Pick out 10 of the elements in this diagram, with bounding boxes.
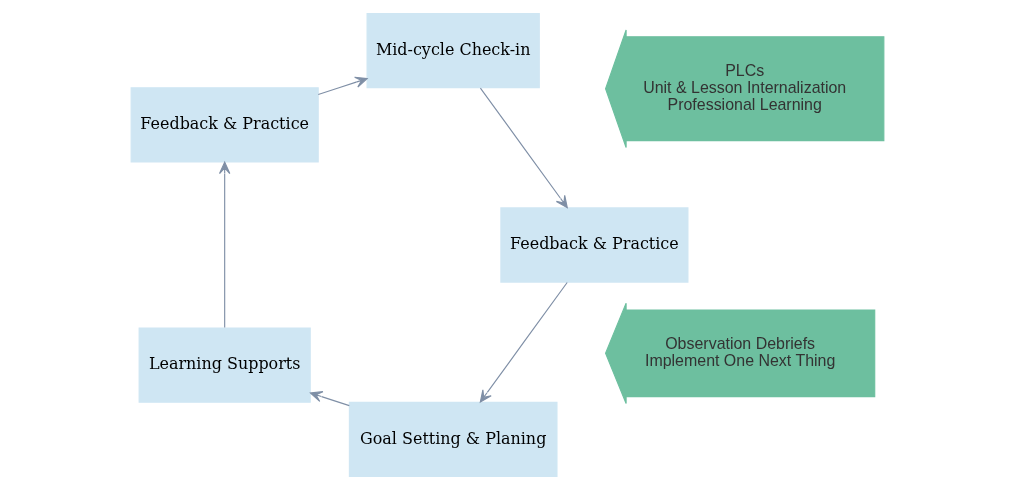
node-box: Goal Setting & Planing xyxy=(348,401,558,477)
arrow xyxy=(317,76,368,95)
node-box: Feedback & Practice xyxy=(130,86,319,162)
arrow xyxy=(309,390,350,406)
node-box: Mid-cycle Check-in xyxy=(366,12,540,88)
arrow xyxy=(479,281,568,403)
arrow xyxy=(219,161,231,328)
node-box: Feedback & Practice xyxy=(500,206,689,283)
node-box: Learning Supports xyxy=(138,327,311,403)
arrow xyxy=(479,87,568,208)
